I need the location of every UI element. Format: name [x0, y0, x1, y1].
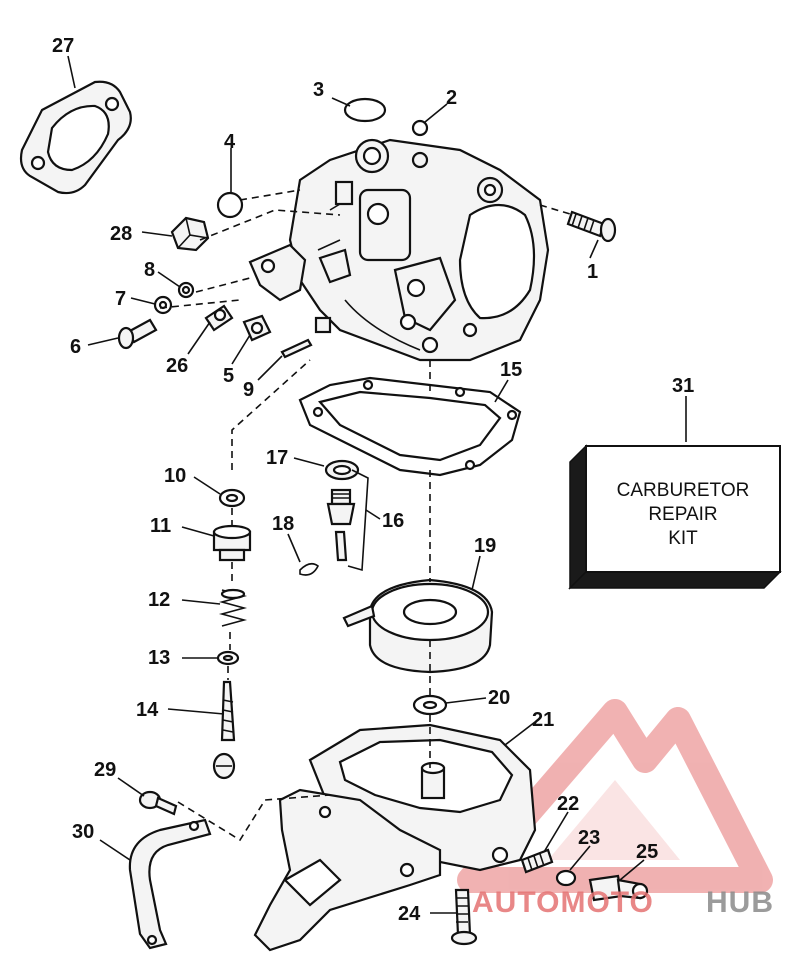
nut-28	[170, 216, 210, 252]
bolt-24	[450, 888, 478, 946]
gasket-20	[412, 694, 448, 716]
callout-6: 6	[70, 336, 81, 358]
washer-13	[216, 650, 240, 666]
clamp-30	[128, 818, 212, 950]
callout-30: 30	[72, 821, 94, 843]
callout-28: 28	[110, 223, 132, 245]
callout-29: 29	[94, 759, 116, 781]
watermark-logo	[457, 699, 773, 893]
callout-20: 20	[488, 687, 510, 709]
callout-23: 23	[578, 827, 600, 849]
needle-seat-16	[326, 469, 369, 572]
assembly-lines	[159, 189, 571, 842]
clip-8	[177, 281, 195, 299]
needle-14	[212, 680, 236, 780]
watermark-hub: HUB	[706, 886, 774, 919]
callout-10: 10	[164, 465, 186, 487]
washer-7	[153, 295, 173, 315]
ball-plug-2	[411, 119, 429, 137]
callout-14: 14	[136, 699, 159, 721]
callout-8: 8	[144, 259, 155, 281]
cup-plug-3	[343, 97, 387, 123]
screw-22	[520, 848, 554, 874]
flange-gasket-27	[19, 80, 132, 195]
callout-24: 24	[398, 903, 421, 925]
watermark-automoto: AUTOMOTO	[472, 886, 654, 919]
watermark-text: AUTOMOTO HUB	[472, 886, 774, 919]
callout-17: 17	[266, 447, 288, 469]
callout-19: 19	[474, 535, 496, 557]
pin-9	[280, 338, 313, 359]
callout-1: 1	[587, 261, 598, 283]
screw-6	[117, 318, 158, 350]
link-26	[204, 304, 234, 332]
float-bowl-21	[308, 723, 537, 872]
callout-4: 4	[224, 131, 236, 153]
callout-12: 12	[148, 589, 170, 611]
callout-11: 11	[150, 515, 171, 537]
kit-label-line3: KIT	[668, 528, 698, 549]
idle-screw-1	[566, 210, 617, 243]
screw-29	[138, 790, 178, 816]
repair-kit-box: CARBURETOR REPAIR KIT	[568, 444, 782, 590]
callout-9: 9	[243, 379, 254, 401]
callout-16: 16	[382, 510, 404, 532]
callout-26: 26	[166, 355, 188, 377]
washer-5	[242, 314, 272, 342]
carburetor-body	[248, 138, 550, 362]
washer-10	[218, 488, 246, 508]
kit-label-line2: REPAIR	[648, 504, 717, 525]
float-19	[342, 578, 494, 674]
washer-23	[555, 869, 577, 887]
spring-12	[218, 588, 248, 627]
callout-numbers: 27 3 2 4 28 1 8 7 6 26 5 9 15 31 17 10 1…	[52, 35, 694, 925]
fitting-25	[588, 874, 649, 902]
clip-18	[299, 562, 320, 576]
callout-13: 13	[148, 647, 170, 669]
bowl-gasket-15	[298, 376, 522, 477]
callout-3: 3	[313, 79, 324, 101]
callout-21: 21	[532, 709, 554, 731]
callout-7: 7	[115, 288, 126, 310]
callout-25: 25	[636, 841, 658, 863]
callout-5: 5	[223, 365, 234, 387]
callout-22: 22	[557, 793, 579, 815]
callout-27: 27	[52, 35, 74, 57]
mount-bracket	[253, 788, 442, 952]
callout-31: 31	[672, 375, 694, 397]
leader-lines	[67, 55, 687, 914]
ball-4	[216, 191, 244, 219]
kit-label-line1: CARBURETOR	[617, 480, 750, 501]
callout-15: 15	[500, 359, 522, 381]
callout-18: 18	[272, 513, 294, 535]
gasket-17	[324, 459, 360, 481]
callout-2: 2	[446, 87, 457, 109]
nut-11	[212, 524, 252, 562]
